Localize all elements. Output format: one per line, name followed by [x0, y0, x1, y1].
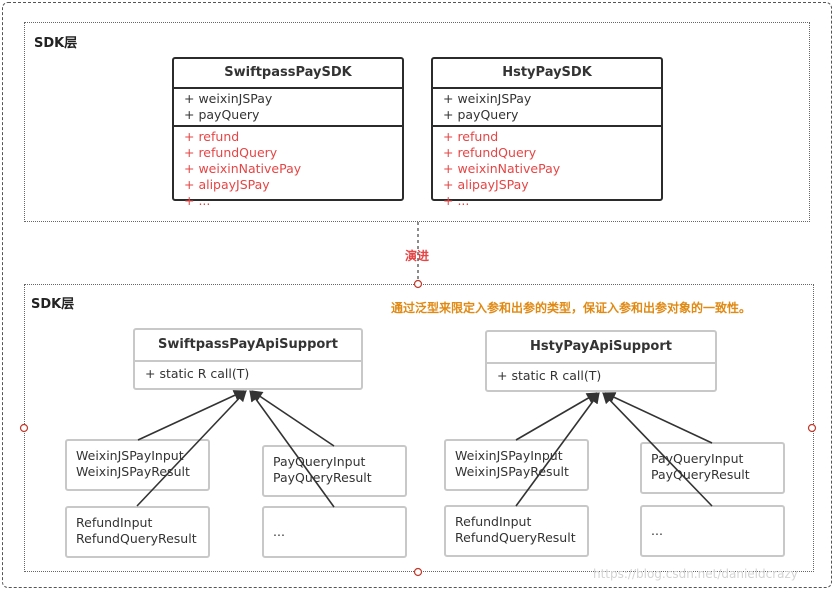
leaf-box[interactable]: ... [640, 505, 785, 557]
resize-handle [413, 567, 423, 577]
inherit-arrow [137, 390, 246, 441]
input-type: RefundInput [455, 514, 532, 529]
class-title: HstyPaySDK [433, 59, 661, 89]
resize-handle [19, 423, 29, 433]
class-extra-methods: + refund + refundQuery + weixinNativePay… [433, 125, 661, 211]
method-item: + weixinNativePay [443, 161, 561, 176]
class-title: SwiftpassPayApiSupport [135, 330, 361, 362]
leaf-box[interactable]: WeixinJSPayInput WeixinJSPayResult [65, 439, 210, 491]
method-item: + weixinJSPay [443, 91, 532, 106]
result-type: PayQueryResult [273, 470, 372, 485]
watermark: https://blog.csdn.net/danieldcrazy [593, 567, 798, 581]
method-item: + weixinJSPay [184, 91, 273, 106]
hsty-pay-sdk-class[interactable]: HstyPaySDK + weixinJSPay + payQuery + re… [431, 57, 663, 208]
class-extra-methods: + refund + refundQuery + weixinNativePay… [174, 125, 402, 211]
method-item: + refundQuery [184, 145, 278, 160]
leaf-box[interactable]: WeixinJSPayInput WeixinJSPayResult [444, 439, 589, 491]
input-type: RefundInput [76, 515, 153, 530]
resize-handle [807, 423, 817, 433]
method-item: + ... [443, 193, 470, 208]
resize-handle [413, 279, 423, 289]
hsty-api-support-class[interactable]: HstyPayApiSupport + static R call(T) [485, 330, 717, 392]
result-type: PayQueryResult [651, 467, 750, 482]
inherit-arrow [251, 390, 335, 447]
result-type: WeixinJSPayResult [76, 464, 190, 479]
inherit-arrow [603, 392, 713, 444]
input-type: PayQueryInput [651, 451, 744, 466]
method-item: + payQuery [184, 107, 260, 122]
evolve-label: 演进 [405, 249, 430, 263]
ellipsis-type: ... [651, 523, 663, 538]
method-item: + ... [184, 193, 211, 208]
class-title: HstyPayApiSupport [487, 332, 715, 364]
input-type: WeixinJSPayInput [76, 448, 184, 463]
ellipsis-type: ... [273, 524, 285, 539]
leaf-box[interactable]: RefundInput RefundQueryResult [65, 506, 210, 558]
class-title: SwiftpassPaySDK [174, 59, 402, 89]
leaf-box[interactable]: PayQueryInput PayQueryResult [640, 442, 785, 494]
result-type: RefundQueryResult [455, 530, 576, 545]
leaf-box[interactable]: ... [262, 506, 407, 558]
generics-note: 通过泛型来限定入参和出参的类型，保证入参和出参对象的一致性。 [391, 301, 752, 315]
inherit-arrow [515, 392, 598, 441]
swiftpass-api-support-class[interactable]: SwiftpassPayApiSupport + static R call(T… [133, 328, 363, 390]
input-type: PayQueryInput [273, 454, 366, 469]
inherit-arrow [136, 390, 247, 507]
class-methods: + weixinJSPay + payQuery [433, 89, 661, 125]
method-item: + alipayJSPay [184, 177, 270, 192]
method-item: + refundQuery [443, 145, 537, 160]
method-item: + weixinNativePay [184, 161, 302, 176]
result-type: RefundQueryResult [76, 531, 197, 546]
class-methods: + weixinJSPay + payQuery [174, 89, 402, 125]
class-method: + static R call(T) [145, 366, 250, 381]
input-type: WeixinJSPayInput [455, 448, 563, 463]
top-panel-label: SDK层 [34, 36, 78, 51]
top-sdk-panel [24, 22, 810, 222]
method-item: + refund [443, 129, 499, 144]
leaf-box[interactable]: PayQueryInput PayQueryResult [262, 445, 407, 497]
result-type: WeixinJSPayResult [455, 464, 569, 479]
inherit-arrow [249, 390, 335, 508]
method-item: + alipayJSPay [443, 177, 529, 192]
bottom-panel-label: SDK层 [31, 297, 75, 312]
swiftpass-pay-sdk-class[interactable]: SwiftpassPaySDK + weixinJSPay + payQuery… [172, 57, 404, 208]
method-item: + payQuery [443, 107, 519, 122]
method-item: + refund [184, 129, 240, 144]
inherit-arrow [515, 392, 600, 507]
inherit-arrow [602, 392, 713, 507]
class-method: + static R call(T) [497, 368, 602, 383]
